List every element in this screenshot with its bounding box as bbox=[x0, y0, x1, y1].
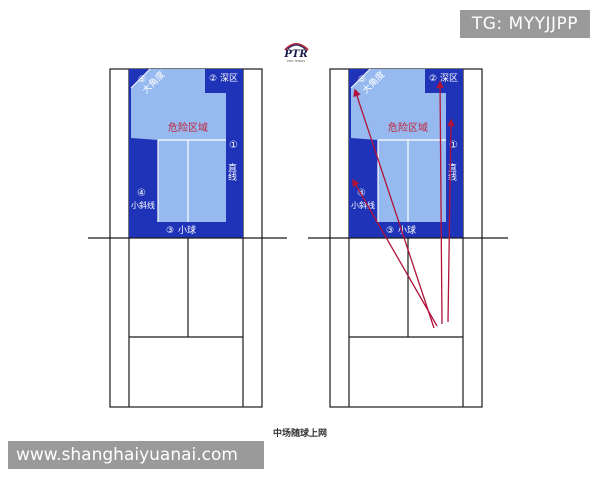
deep-label: 深区 bbox=[440, 73, 458, 84]
danger-zone-label: 危险区域 bbox=[388, 121, 428, 134]
logo-text: PTR bbox=[283, 49, 307, 60]
deep-number: ② bbox=[209, 74, 217, 84]
short-cross-label: 小斜线 bbox=[131, 200, 155, 210]
short-ball-label: 小球 bbox=[178, 224, 196, 236]
watermark-bottom: www.shanghaiyuanai.com bbox=[8, 441, 264, 469]
straight-label: 直线 bbox=[226, 162, 237, 181]
short-ball-number: ③ bbox=[166, 226, 174, 236]
zone-short-cross-wedge bbox=[131, 138, 158, 222]
straight-number: ① bbox=[449, 140, 458, 151]
arrow-straight bbox=[447, 118, 455, 323]
short-ball-number: ③ bbox=[386, 226, 394, 236]
arrow-wide-angle bbox=[353, 88, 435, 329]
wide-angle-divider bbox=[350, 68, 371, 89]
diagram-caption: 中场随球上网 bbox=[272, 429, 327, 439]
arrow-short-cross bbox=[352, 178, 438, 327]
wide-angle-number: ⑤ bbox=[138, 75, 146, 85]
wide-angle-number: ⑤ bbox=[358, 75, 366, 85]
logo-subtext: PRO TENNIS bbox=[287, 59, 305, 63]
short-cross-number: ④ bbox=[137, 188, 146, 199]
straight-label: 直线 bbox=[446, 162, 457, 181]
straight-number: ① bbox=[229, 140, 238, 151]
wide-angle-divider bbox=[130, 68, 151, 89]
deep-number: ② bbox=[429, 74, 437, 84]
deep-label: 深区 bbox=[220, 73, 238, 84]
right-court: ⑤ 大角度 ② 深区 危险区域 ① 直线 ④ 小斜线 ③ 小球 bbox=[308, 68, 508, 408]
left-court: ⑤ 大角度 ② 深区 危险区域 ① 直线 ④ 小斜线 ③ 小球 bbox=[88, 68, 287, 408]
zone-short-cross-wedge bbox=[351, 138, 378, 222]
watermark-top: TG: MYYJJPP bbox=[459, 10, 590, 38]
ptr-logo: PTR PRO TENNIS bbox=[283, 43, 309, 63]
short-cross-label: 小斜线 bbox=[351, 200, 375, 210]
danger-zone-label: 危险区域 bbox=[168, 121, 208, 134]
arrow-deep bbox=[436, 80, 444, 325]
